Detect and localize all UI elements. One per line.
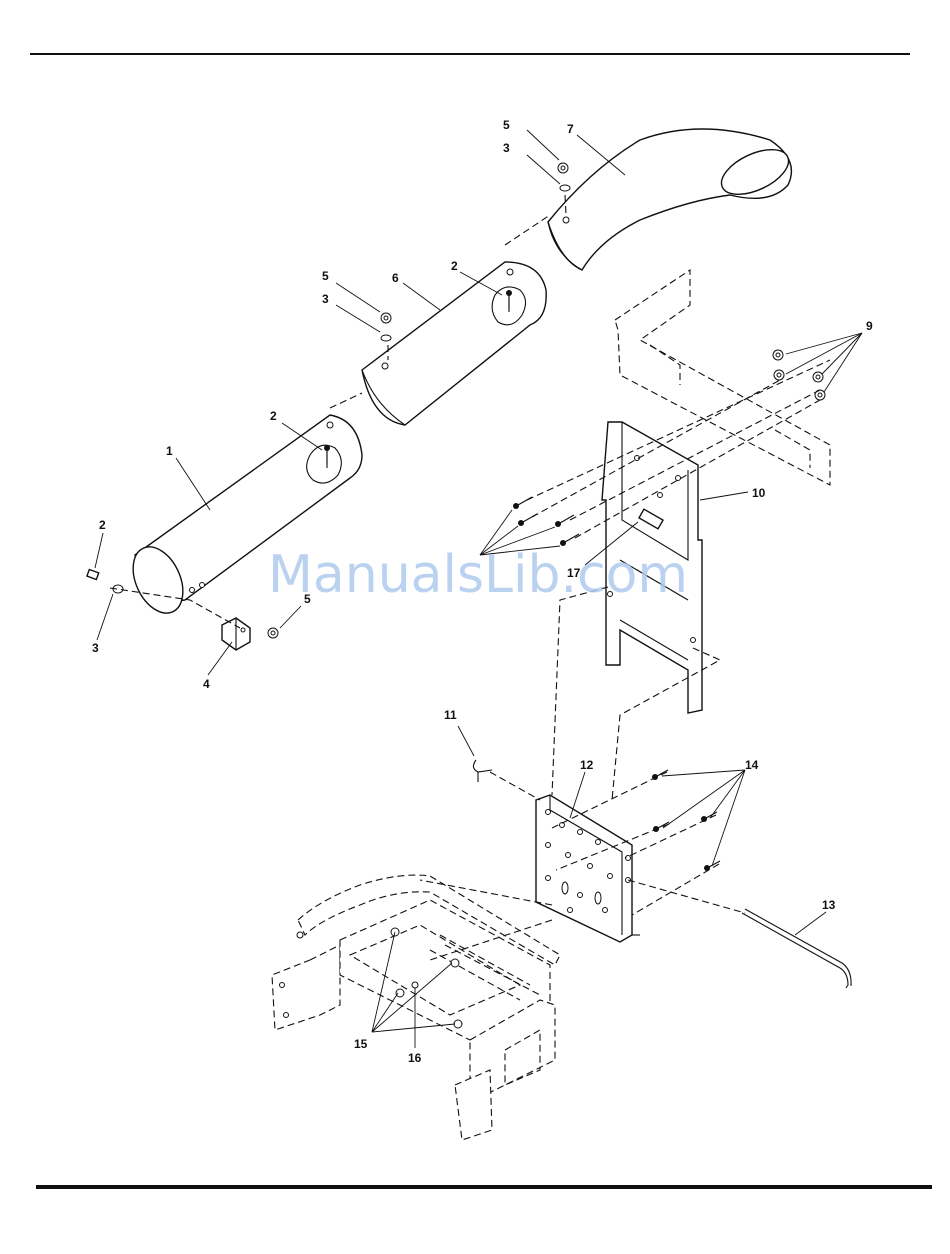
part-4-clip-bracket — [222, 618, 250, 650]
callout-5-mid: 5 — [322, 269, 329, 283]
part-11-hairpin-clip — [473, 760, 492, 782]
callout-15: 15 — [354, 1037, 368, 1051]
callout-1: 1 — [166, 444, 173, 458]
mower-deck-hitch-outline — [272, 875, 560, 1140]
callout-13: 13 — [822, 898, 836, 912]
callout-3-mid: 3 — [322, 292, 329, 306]
callout-3-left: 3 — [92, 641, 99, 655]
callout-2-top: 2 — [451, 259, 458, 273]
callout-16: 16 — [408, 1051, 422, 1065]
callout-3-top: 3 — [503, 141, 510, 155]
callout-7: 7 — [567, 122, 574, 136]
callout-4: 4 — [203, 677, 210, 691]
callout-10: 10 — [752, 486, 766, 500]
callout-6: 6 — [392, 271, 399, 285]
part-6-middle-tube — [362, 262, 546, 425]
callout-5-top: 5 — [503, 118, 510, 132]
part-13-rod — [742, 909, 851, 988]
callout-14: 14 — [745, 758, 759, 772]
callout-9: 9 — [866, 319, 873, 333]
watermark: ManualsLib.com — [268, 545, 688, 605]
callout-12: 12 — [580, 758, 594, 772]
part-7-discharge-elbow — [548, 129, 795, 270]
part-14-bolts — [652, 770, 720, 871]
callout-2-left: 2 — [99, 518, 106, 532]
callout-2-mid: 2 — [270, 409, 277, 423]
callout-11: 11 — [444, 708, 457, 722]
